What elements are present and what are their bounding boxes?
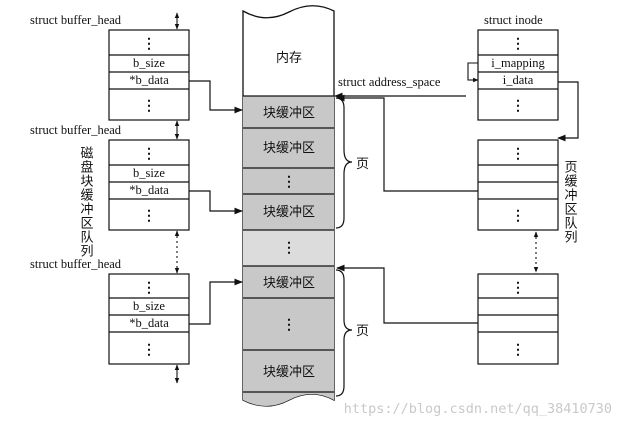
buffer-head-3-b-data: *b_data bbox=[129, 316, 169, 330]
memory-label: 内存 bbox=[276, 50, 302, 65]
memory-column: 内存 块缓冲区 块缓冲区 ⋮ 块缓冲区 ⋮ 块缓冲区 ⋮ 块缓冲区 bbox=[242, 5, 335, 407]
b-data-2-arrow bbox=[189, 190, 243, 215]
i-mapping-arrow bbox=[467, 62, 478, 81]
buffer-head-3: ⋮ b_size *b_data ⋮ bbox=[108, 273, 190, 365]
buffer-head-2-title: struct buffer_head bbox=[30, 123, 122, 137]
buffer-head-1-title: struct buffer_head bbox=[30, 13, 122, 27]
buffer-head-1-ellipsis-top: ⋮ bbox=[142, 37, 156, 52]
page-cache-queue-label: 页缓冲区队列 bbox=[563, 160, 578, 244]
inode-ellipsis-bottom: ⋮ bbox=[511, 99, 525, 114]
page-cache-1-ellipsis-bottom: ⋮ bbox=[511, 209, 525, 224]
memory-block-7-label: 块缓冲区 bbox=[263, 364, 315, 379]
inode-struct: ⋮ i_mapping i_data ⋮ bbox=[477, 29, 559, 121]
buffer-head-2: ⋮ b_size *b_data ⋮ bbox=[108, 139, 190, 231]
page-cache-group-1: ⋮ ⋮ bbox=[477, 139, 559, 231]
page-cache-2-ellipsis-top: ⋮ bbox=[511, 281, 525, 296]
memory-shaded-region-2 bbox=[243, 230, 334, 266]
buffer-head-2-b-data: *b_data bbox=[129, 183, 169, 197]
inode-to-page-queue-arrow bbox=[557, 81, 579, 142]
buffer-head-1-ellipsis-bottom: ⋮ bbox=[142, 99, 156, 114]
inode-i-mapping: i_mapping bbox=[491, 56, 545, 70]
buffer-head-1: ⋮ b_size *b_data ⋮ bbox=[108, 29, 190, 121]
buffer-head-3-b-size: b_size bbox=[133, 299, 165, 313]
buffer-head-3-ellipsis-top: ⋮ bbox=[142, 281, 156, 296]
buffer-head-2-b-size: b_size bbox=[133, 166, 165, 180]
address-space-label: struct address_space bbox=[338, 75, 441, 89]
page-cache-1-ellipsis-top: ⋮ bbox=[511, 147, 525, 162]
memory-block-4-label: 块缓冲区 bbox=[263, 204, 315, 219]
memory-block-3-ellipsis: ⋮ bbox=[282, 175, 296, 190]
b-data-3-arrow bbox=[189, 278, 243, 325]
buffer-head-1-b-data: *b_data bbox=[129, 73, 169, 87]
b-data-pointers bbox=[189, 80, 243, 325]
buffer-head-3-ellipsis-bottom: ⋮ bbox=[142, 343, 156, 358]
memory-shaded-region-3 bbox=[243, 266, 334, 406]
page-cache-pointers bbox=[336, 94, 478, 324]
buffer-head-2-ellipsis-top: ⋮ bbox=[142, 147, 156, 162]
memory-gap-ellipsis: ⋮ bbox=[282, 241, 296, 256]
memory-block-5-label: 块缓冲区 bbox=[263, 275, 315, 290]
page-cache-1-arrow bbox=[336, 94, 478, 192]
watermark-url: https://blog.csdn.net/qq_38410730 bbox=[344, 401, 612, 417]
memory-block-dividers bbox=[243, 95, 334, 393]
page-brace-2 bbox=[335, 269, 353, 397]
disk-block-queue-label: 磁盘块缓冲区队列 bbox=[79, 146, 94, 258]
memory-block-6-ellipsis: ⋮ bbox=[282, 318, 296, 333]
memory-block-1-label: 块缓冲区 bbox=[263, 105, 315, 120]
inode-i-data: i_data bbox=[503, 73, 534, 87]
page-label-2: 页 bbox=[356, 323, 369, 338]
buffer-head-2-ellipsis-bottom: ⋮ bbox=[142, 209, 156, 224]
page-cache-2-arrow bbox=[336, 264, 478, 324]
page-cache-group-2: ⋮ ⋮ bbox=[477, 273, 559, 365]
page-brace-1 bbox=[335, 97, 353, 229]
memory-block-2-label: 块缓冲区 bbox=[263, 140, 315, 155]
buffer-head-1-b-size: b_size bbox=[133, 56, 165, 70]
page-cache-2-ellipsis-bottom: ⋮ bbox=[511, 343, 525, 358]
page-label-1: 页 bbox=[356, 156, 369, 171]
memory-shaded-region-1 bbox=[243, 96, 334, 230]
inode-title: struct inode bbox=[484, 13, 543, 27]
inode-ellipsis-top: ⋮ bbox=[511, 37, 525, 52]
b-data-1-arrow bbox=[189, 80, 243, 114]
buffer-head-3-title: struct buffer_head bbox=[30, 257, 122, 271]
